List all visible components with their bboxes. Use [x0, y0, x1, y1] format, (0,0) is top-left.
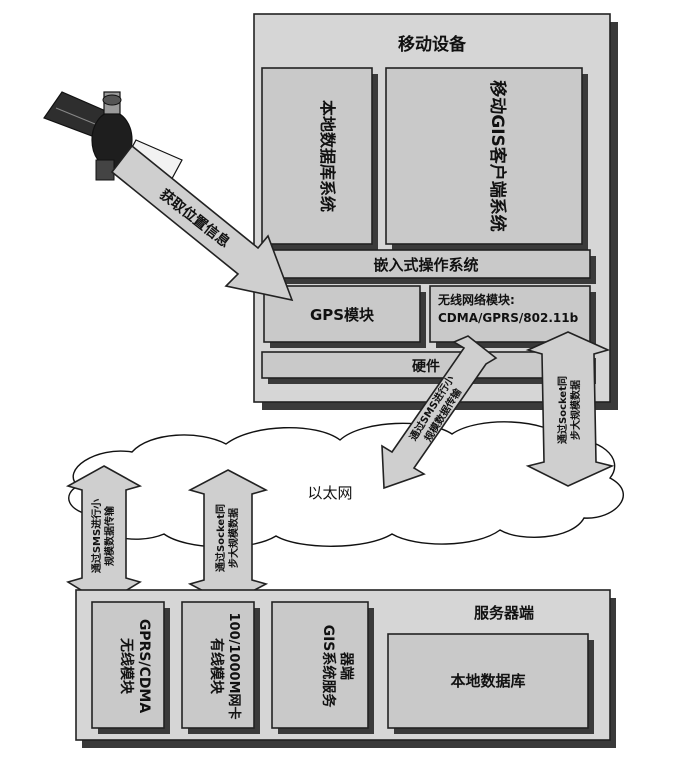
server-title: 服务器端 [474, 604, 534, 622]
server-wireless-module-box: 无线模块 GPRS/CDMA [91, 601, 170, 734]
sms-bottom-label-2: 规模数据传输 [103, 505, 116, 566]
mobile-gis-client-label: 移动GIS客户端系统 [487, 80, 508, 232]
gis-service-box: GIS系统服务 器端 [271, 601, 374, 734]
mobile-device-title: 移动设备 [398, 34, 467, 55]
socket-top-label-2: 步大规模数据 [569, 380, 582, 440]
wireless-module-label-1: 无线网络模块: [437, 292, 515, 307]
embedded-os-label: 嵌入式操作系统 [373, 256, 478, 274]
wireless-module-label-2: CDMA/GPRS/802.11b [438, 311, 579, 325]
sms-bottom-label-1: 通过SMS进行小 [90, 499, 103, 573]
server-wired-module-box: 有线模块 100/1000M网卡 [181, 601, 260, 734]
socket-bottom-label-2: 步大规模数据 [227, 508, 240, 568]
socket-arrow-bottom: 通过Socket同 步大规模数据 [187, 469, 269, 605]
server-local-db-box: 本地数据库 [387, 633, 594, 734]
socket-arrow-top: 通过Socket同 步大规模数据 [525, 331, 615, 487]
gis-service-label-1: GIS系统服务 [320, 625, 337, 709]
server-local-db-label: 本地数据库 [450, 672, 525, 690]
server-wired-label-1: 有线模块 [208, 638, 225, 695]
socket-top-label-1: 通过Socket同 [556, 376, 569, 444]
ethernet-label: 以太网 [307, 484, 352, 502]
gps-module-label: GPS模块 [310, 306, 375, 324]
hardware-bar: 硬件 [261, 351, 596, 384]
mobile-gis-client-box: 移动GIS客户端系统 [385, 67, 588, 250]
socket-bottom-label-1: 通过Socket同 [214, 504, 227, 572]
gis-service-label-2: 器端 [338, 651, 355, 680]
hardware-label: 硬件 [412, 358, 440, 375]
embedded-os-bar: 嵌入式操作系统 [261, 249, 596, 284]
server-wired-label-2: 100/1000M网卡 [226, 612, 242, 719]
ethernet-cloud: 以太网 [68, 421, 624, 548]
mobile-local-db-label: 本地数据库系统 [318, 100, 337, 212]
mobile-local-db-box: 本地数据库系统 [261, 67, 378, 250]
server-wireless-label-1: 无线模块 [118, 637, 135, 695]
mobile-device-panel: 移动设备 本地数据库系统 移动GIS客户端系统 嵌入式操作系统 GPS模块 [253, 13, 618, 410]
server-panel: 服务器端 无线模块 GPRS/CDMA 有线模块 100/1000M网卡 GIS [75, 589, 616, 748]
server-wireless-label-2: GPRS/CDMA [136, 619, 152, 714]
satellite-position-arrow: 获取位置信息 [110, 144, 294, 302]
